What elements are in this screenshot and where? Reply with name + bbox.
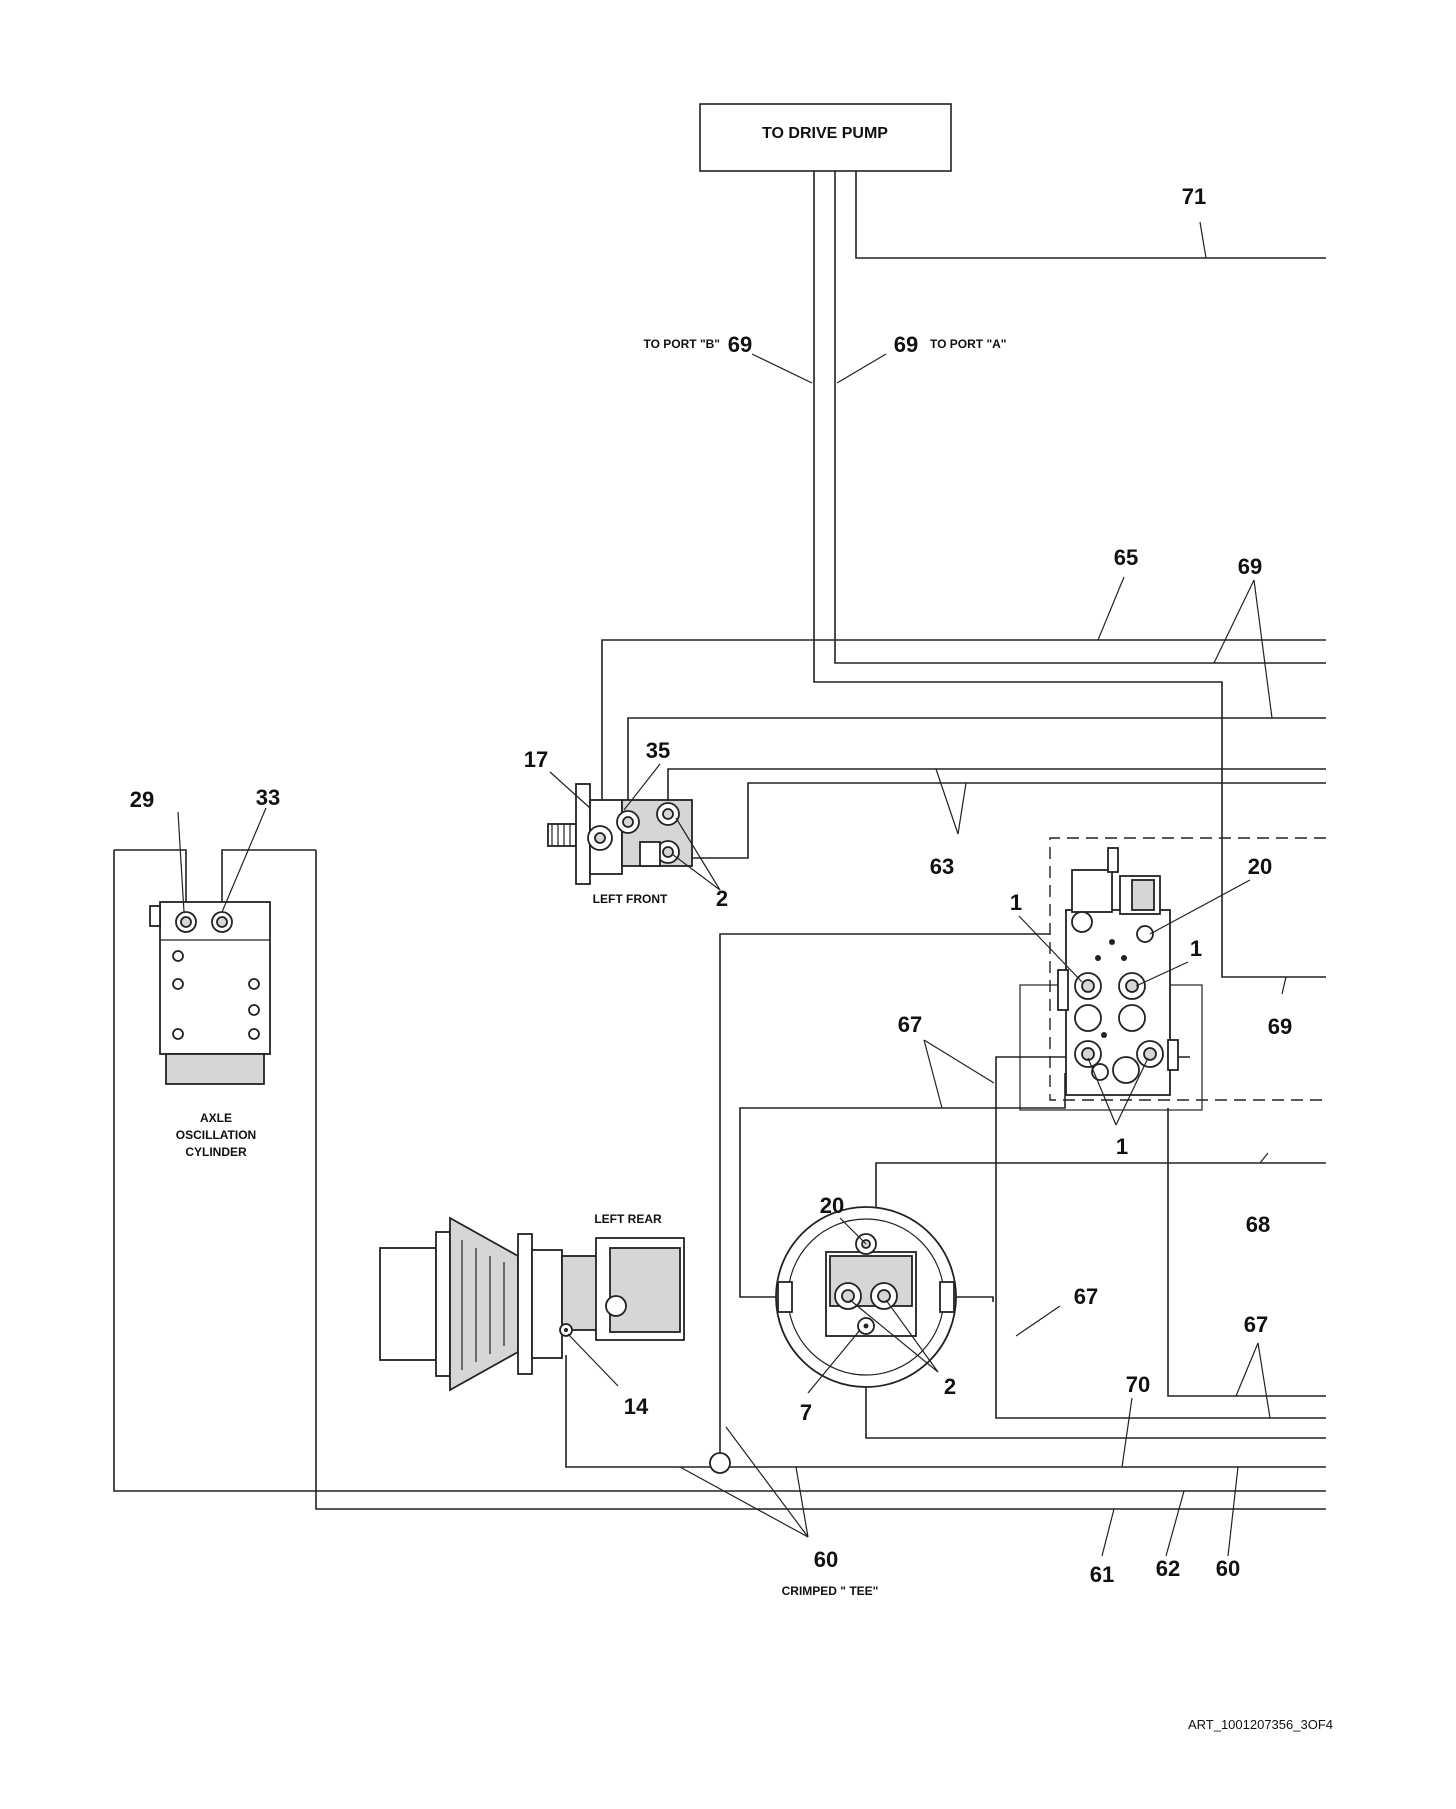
- callout-69-port-b: 69: [728, 332, 752, 357]
- callout-68: 68: [1246, 1212, 1270, 1237]
- text-labels: TO PORT "B" TO PORT "A" LEFT FRONT LEFT …: [176, 337, 1333, 1732]
- callout-61: 61: [1090, 1562, 1114, 1587]
- callout-1-left: 1: [1010, 890, 1022, 915]
- leader-lines: [177, 221, 1287, 1557]
- callout-20-motor: 20: [820, 1193, 844, 1218]
- to-port-a-label: TO PORT "A": [930, 337, 1007, 351]
- callout-70: 70: [1126, 1372, 1150, 1397]
- callout-1-right: 1: [1190, 936, 1202, 961]
- callout-67-mid: 67: [1074, 1284, 1098, 1309]
- callout-17: 17: [524, 747, 548, 772]
- axle-label-line2: OSCILLATION: [176, 1128, 256, 1142]
- axle-label-line1: AXLE: [200, 1111, 232, 1125]
- axle-oscillation-cylinder: [149, 901, 271, 1085]
- callout-69-top: 69: [1238, 554, 1262, 579]
- callout-67-right: 67: [1244, 1312, 1268, 1337]
- callouts: 71 69 69 65 69 17 35 29 33 63 2 20 1 1 6…: [130, 184, 1292, 1587]
- callout-14: 14: [624, 1394, 649, 1419]
- callout-71: 71: [1182, 184, 1206, 209]
- art-id: ART_1001207356_3OF4: [1188, 1717, 1333, 1732]
- callout-33: 33: [256, 785, 280, 810]
- callout-35: 35: [646, 738, 670, 763]
- axle-label-line3: CYLINDER: [185, 1145, 247, 1159]
- left-rear-label: LEFT REAR: [594, 1212, 662, 1226]
- callout-69-port-a: 69: [894, 332, 918, 357]
- callout-60-right: 60: [1216, 1556, 1240, 1581]
- drive-pump-box: TO DRIVE PUMP: [699, 103, 952, 172]
- to-port-b-label: TO PORT "B": [644, 337, 721, 351]
- left-front-label: LEFT FRONT: [593, 892, 668, 906]
- callout-29: 29: [130, 787, 154, 812]
- callout-63: 63: [930, 854, 954, 879]
- left-rear-motor: [379, 1216, 685, 1392]
- crimped-tee-label: CRIMPED " TEE": [782, 1584, 879, 1598]
- callout-2-front: 2: [716, 886, 728, 911]
- rear-drive-motor: [775, 1206, 957, 1388]
- drive-pump-label: TO DRIVE PUMP: [762, 125, 888, 142]
- hose-lines: [113, 171, 1326, 1510]
- crimped-tee: [709, 1452, 731, 1474]
- callout-60-tee: 60: [814, 1547, 838, 1572]
- left-front-motor: [547, 783, 693, 885]
- callout-7: 7: [800, 1400, 812, 1425]
- callout-20-valve: 20: [1248, 854, 1272, 879]
- callout-67-upper: 67: [898, 1012, 922, 1037]
- callout-69-right: 69: [1268, 1014, 1292, 1039]
- callout-65: 65: [1114, 545, 1138, 570]
- callout-1-bottom: 1: [1116, 1134, 1128, 1159]
- valve-block: [1057, 847, 1179, 1096]
- callout-2-motor: 2: [944, 1374, 956, 1399]
- callout-62: 62: [1156, 1556, 1180, 1581]
